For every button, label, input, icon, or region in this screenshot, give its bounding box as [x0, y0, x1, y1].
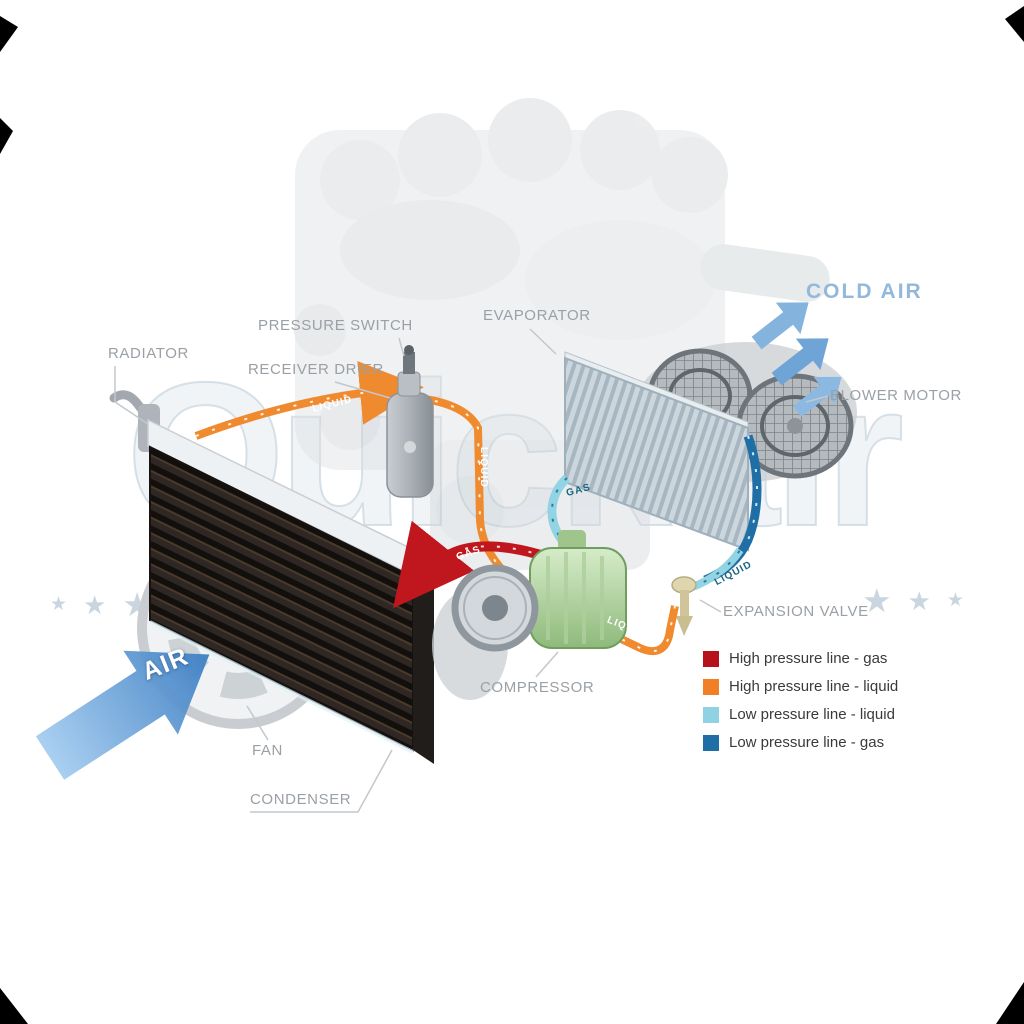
- star-icon: ★: [862, 582, 892, 619]
- expansion-valve: [671, 576, 697, 636]
- label-compressor: COMPRESSOR: [480, 679, 595, 696]
- cold-air-arrows: [751, 302, 842, 417]
- label-condenser: CONDENSER: [250, 791, 352, 808]
- watermark-stars-right: ★ ★ ★: [862, 584, 964, 617]
- label-blower-motor: BLOWER MOTOR: [830, 387, 962, 404]
- evaporator: [564, 351, 749, 552]
- pipe-label-liquid-drier-out: LIQUID: [478, 447, 489, 489]
- star-icon: ★: [907, 585, 931, 616]
- receiver-drier: [386, 371, 434, 498]
- label-evaporator: EVAPORATOR: [483, 307, 591, 324]
- legend-swatch-high-liquid: [703, 678, 719, 695]
- star-icon: ★: [946, 590, 964, 611]
- legend-label: High pressure line - gas: [729, 650, 888, 667]
- legend-item-high-gas: High pressure line - gas: [703, 650, 898, 667]
- corner-marks: [0, 6, 1024, 1024]
- legend-label: Low pressure line - liquid: [729, 706, 895, 723]
- legend: High pressure line - gas High pressure l…: [703, 650, 898, 762]
- radiator: [109, 390, 415, 578]
- legend-swatch-high-gas: [703, 650, 719, 667]
- condenser: [149, 445, 434, 764]
- label-radiator: RADIATOR: [108, 345, 189, 362]
- air-flow-arrow: [35, 650, 210, 780]
- leader-lines: [114, 328, 829, 813]
- legend-swatch-low-liquid: [703, 706, 719, 723]
- label-receiver-drier: RECEIVER DRIER: [248, 361, 384, 378]
- legend-item-high-liquid: High pressure line - liquid: [703, 678, 898, 695]
- legend-item-low-gas: Low pressure line - gas: [703, 734, 898, 751]
- pressure-switch: [403, 345, 415, 374]
- label-cold-air: COLD AIR: [806, 280, 923, 303]
- star-icon: ★: [50, 594, 68, 615]
- high-pressure-gas-pipe: [393, 520, 564, 609]
- legend-label: High pressure line - liquid: [729, 678, 899, 695]
- legend-item-low-liquid: Low pressure line - liquid: [703, 706, 898, 723]
- label-fan: FAN: [252, 742, 283, 759]
- compressor: [432, 530, 627, 700]
- engine-silhouette: [294, 98, 830, 570]
- legend-swatch-low-gas: [703, 734, 719, 751]
- star-icon: ★: [83, 589, 107, 620]
- label-pressure-switch: PRESSURE SWITCH: [258, 317, 413, 334]
- label-expansion-valve: EXPANSION VALVE: [723, 603, 869, 620]
- legend-label: Low pressure line - gas: [729, 734, 885, 751]
